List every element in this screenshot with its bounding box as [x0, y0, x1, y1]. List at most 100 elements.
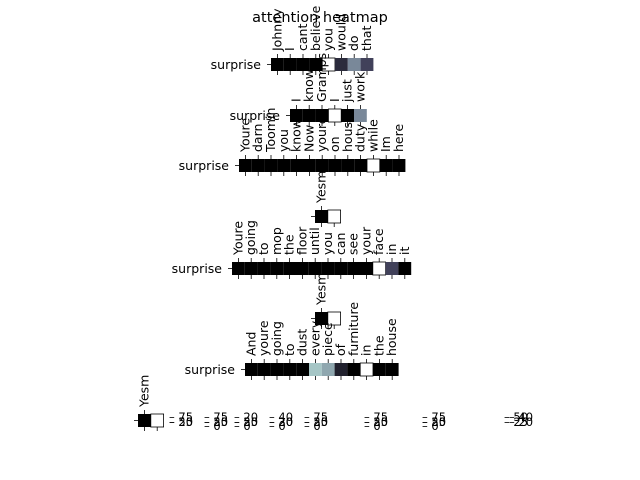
column-label: darn	[250, 124, 265, 152]
row-label: surprise	[179, 158, 230, 173]
heatmap-cell	[347, 262, 360, 275]
heatmap-cell	[303, 159, 316, 172]
heatmap-cell	[354, 159, 367, 172]
column-label: Yesm	[136, 375, 151, 408]
heatmap-cell	[360, 58, 374, 71]
heatmap-panel: Yesm	[134, 375, 165, 431]
column-label: every	[307, 320, 322, 356]
column-label: that	[359, 26, 374, 51]
column-label: going	[269, 321, 284, 356]
column-label: see	[346, 233, 361, 255]
colorbar-tick-label: – 25	[504, 415, 528, 429]
heatmap-cell	[283, 58, 297, 71]
heatmap-cell	[244, 262, 258, 275]
heatmap-cell	[321, 363, 335, 376]
column-label: the	[282, 234, 297, 255]
heatmap-cell	[347, 58, 361, 71]
heatmap-cell	[150, 413, 165, 428]
column-label: do	[346, 35, 361, 51]
colorbar-tick-label: – 25	[234, 415, 258, 429]
heatmap-cell	[309, 363, 322, 376]
colorbar-tick-label: – 75	[169, 410, 193, 424]
column-label: furniture	[346, 302, 361, 356]
heatmap-cell	[372, 261, 386, 276]
colorbar-tick-label: – 25	[169, 415, 193, 429]
heatmap-cell	[366, 158, 381, 173]
heatmap-cell	[373, 363, 386, 376]
column-label: Toomin	[263, 108, 278, 153]
colorbar-tick-label: – 0	[304, 419, 321, 433]
heatmap-cell	[283, 363, 297, 376]
heatmap-cell	[315, 159, 329, 172]
heatmap-cell	[302, 109, 316, 122]
heatmap-panel: Youregoingtomoptheflooruntilyoucanseeyou…	[172, 220, 412, 279]
heatmap-cell	[232, 262, 245, 275]
column-label: you	[321, 28, 336, 51]
column-label: can	[333, 233, 348, 255]
colorbar-tick-label: – 50	[169, 415, 193, 429]
column-label: Johnny	[269, 8, 284, 52]
heatmap-cell	[296, 58, 310, 71]
column-label: Yesm	[313, 273, 328, 306]
heatmap-cell	[245, 363, 258, 376]
colorbar-tick-label: – 20	[509, 415, 533, 429]
heatmap-cell	[270, 363, 284, 376]
colorbar-tick-label: – 50	[204, 415, 228, 429]
heatmap-cell	[334, 262, 348, 275]
heatmap-cell	[379, 159, 393, 172]
column-label: know	[301, 69, 316, 102]
column-label: Youre	[230, 221, 245, 256]
heatmap-panel: Yesm	[311, 171, 341, 227]
column-label: duty	[353, 123, 368, 152]
column-label: house	[384, 318, 399, 356]
heatmap-cell	[398, 262, 412, 275]
column-label: I	[282, 47, 297, 51]
colorbar-tick-label: – 25	[422, 415, 446, 429]
column-label: you	[276, 129, 291, 152]
heatmap-cell	[334, 363, 348, 376]
heatmap-cell	[271, 58, 284, 71]
column-label: And	[243, 332, 258, 356]
column-label: floor	[294, 226, 309, 255]
row-label: surprise	[211, 57, 262, 72]
heatmap-cell	[251, 159, 265, 172]
heatmap-cell	[341, 109, 354, 122]
column-label: your	[358, 226, 373, 255]
column-label: mop	[269, 227, 284, 255]
column-label: of	[333, 343, 348, 356]
column-label: it	[397, 247, 412, 255]
colorbar-tick-label: – 0	[269, 419, 286, 433]
colorbar-tick-label: – 75	[304, 410, 328, 424]
chart-title: attention heatmap	[252, 10, 388, 26]
heatmap-cell	[354, 109, 367, 122]
heatmap-cell	[309, 58, 323, 71]
column-label: just	[340, 79, 355, 103]
column-label: I	[288, 98, 303, 102]
column-label: the	[371, 335, 386, 356]
heatmap-cell	[270, 262, 284, 275]
heatmap-cell	[264, 159, 278, 172]
row-label: surprise	[230, 108, 281, 123]
column-label: Now	[301, 125, 316, 152]
colorbar-tick-label: – 50	[234, 415, 258, 429]
row-label: surprise	[185, 362, 236, 377]
colorbar-tick-label: – 50	[364, 415, 388, 429]
heatmap-cell	[328, 159, 342, 172]
column-label: in	[384, 244, 399, 255]
heatmap-panels: JohnnyIcantbelieveyouwoulddothatsurprise…	[134, 5, 412, 431]
heatmap-cell	[347, 363, 361, 376]
heatmap-cell	[385, 262, 399, 275]
heatmap-cell	[385, 363, 399, 376]
column-label: Im	[378, 136, 393, 152]
heatmap-cell	[290, 159, 303, 172]
column-label: know	[289, 119, 304, 152]
heatmap-cell	[327, 209, 341, 224]
column-label: would	[333, 14, 348, 51]
heatmap-cell	[239, 159, 252, 172]
column-label: here	[391, 124, 406, 152]
column-label: while	[365, 119, 380, 152]
column-label: dust	[295, 329, 310, 356]
colorbar-tick-label: – 25	[364, 415, 388, 429]
